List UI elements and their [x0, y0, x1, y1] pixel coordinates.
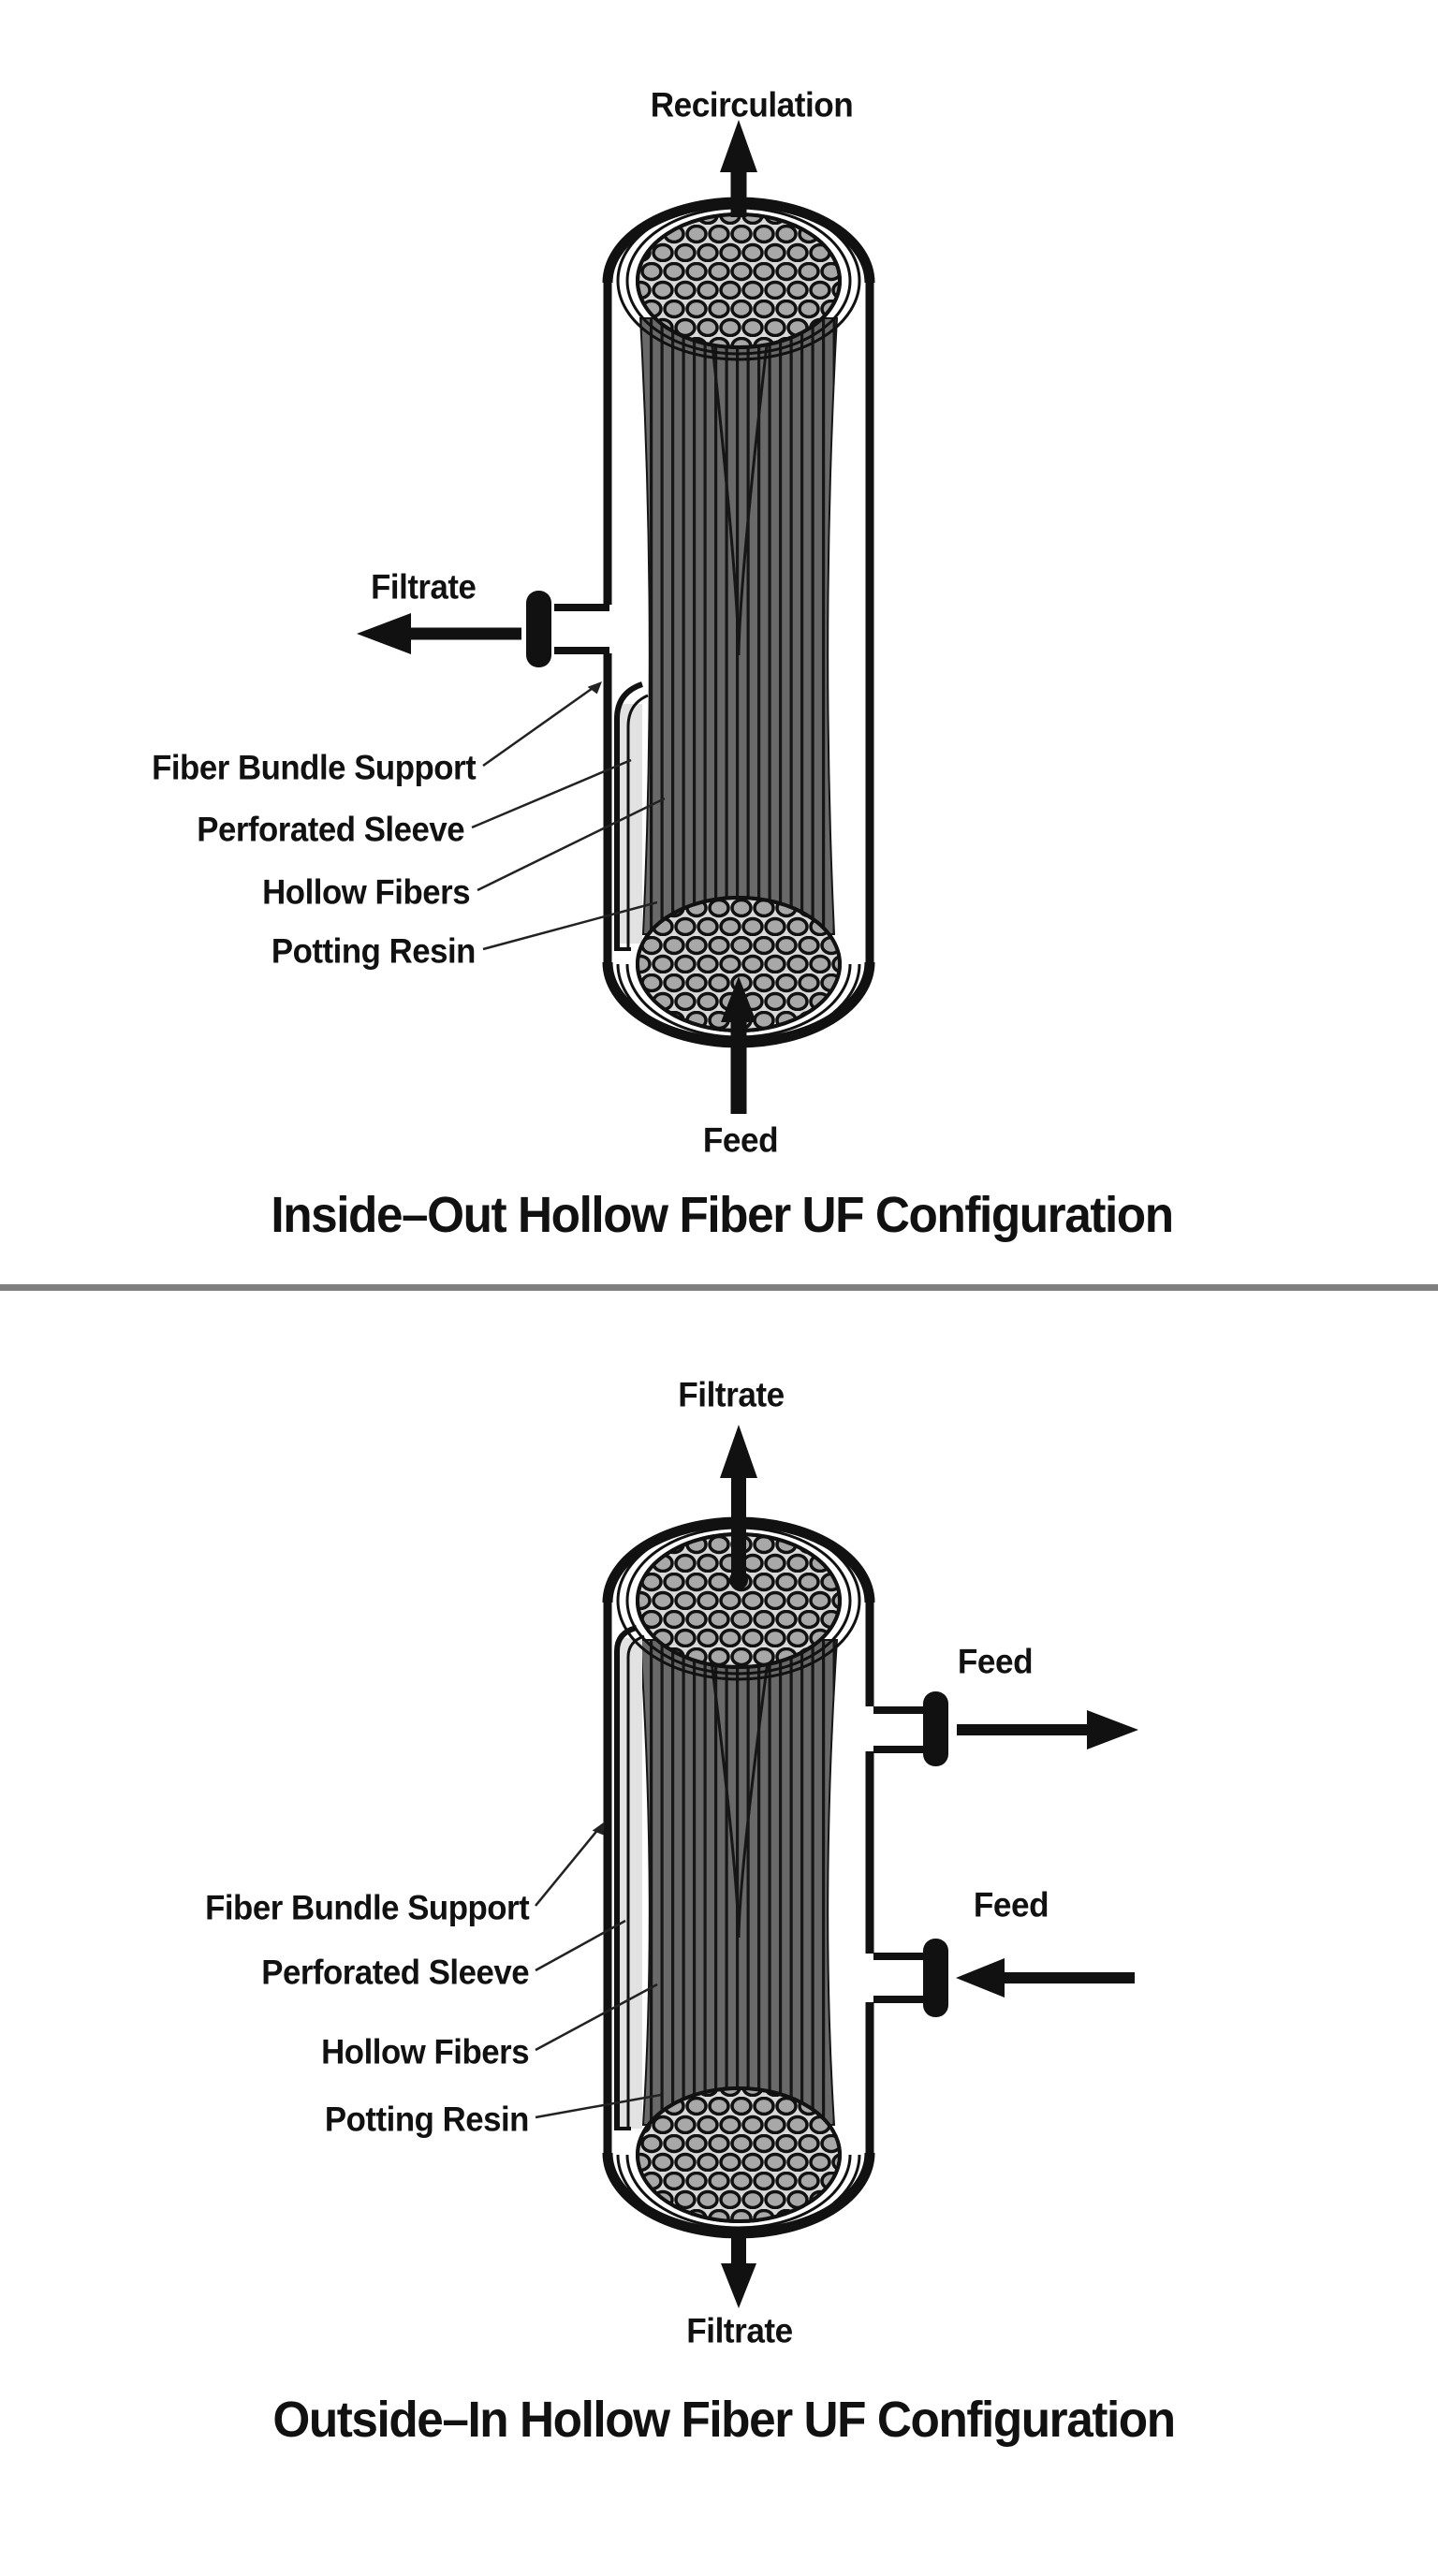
diagram1-title: Inside–Out Hollow Fiber UF Configuration	[271, 1187, 1174, 1243]
sleeve-and-support	[614, 681, 649, 951]
diagram2-title: Outside–In Hollow Fiber UF Configuration	[272, 2392, 1176, 2448]
recirculation-label: Recirculation	[650, 85, 854, 124]
filtrate-label: Filtrate	[370, 567, 477, 607]
feed-port-lower	[873, 1939, 948, 2017]
potting-face-top	[616, 1520, 861, 1681]
part-label-perforated-sleeve: Perforated Sleeve	[261, 1953, 529, 1992]
part-label-fiber-bundle-support: Fiber Bundle Support	[151, 748, 477, 787]
filtrate-top-label: Filtrate	[678, 1375, 785, 1414]
filtrate-port	[526, 591, 609, 667]
feed-upper-label: Feed	[957, 1642, 1034, 1681]
part-label-perforated-sleeve: Perforated Sleeve	[197, 810, 464, 849]
feed-arrow-upper	[957, 1710, 1138, 1749]
feed-arrow	[721, 976, 756, 1114]
sleeve-and-support	[614, 1625, 645, 2130]
module-inside-out	[357, 120, 875, 1114]
fiber-bundle	[638, 1639, 839, 2126]
leader-lines	[471, 681, 666, 951]
module-outside-in	[535, 1425, 1138, 2308]
part-label-potting-resin: Potting Resin	[271, 931, 477, 971]
filtrate-arrow-top	[720, 1425, 757, 1589]
feed-port-upper	[873, 1691, 948, 1766]
fiber-bundle-seam	[710, 336, 770, 656]
recirculation-arrow	[720, 120, 757, 217]
feed-arrow-lower	[956, 1958, 1135, 1998]
potting-face-top	[616, 200, 861, 361]
fiber-bundle-seam	[710, 1661, 770, 1939]
potting-face-bottom	[616, 896, 861, 1045]
part-label-hollow-fibers: Hollow Fibers	[262, 872, 470, 912]
filtrate-bottom-label: Filtrate	[686, 2311, 793, 2350]
feed-lower-label: Feed	[973, 1885, 1049, 1925]
part-label-fiber-bundle-support: Fiber Bundle Support	[204, 1888, 530, 1927]
part-label-hollow-fibers: Hollow Fibers	[321, 2032, 529, 2071]
potting-face-bottom	[616, 2086, 861, 2235]
leader-lines	[535, 1822, 662, 2119]
part-label-potting-resin: Potting Resin	[324, 2100, 530, 2139]
feed-label: Feed	[702, 1120, 779, 1160]
filtrate-arrow	[357, 613, 521, 654]
filtrate-arrow-bottom	[721, 2237, 756, 2308]
section-divider	[0, 1284, 1438, 1291]
